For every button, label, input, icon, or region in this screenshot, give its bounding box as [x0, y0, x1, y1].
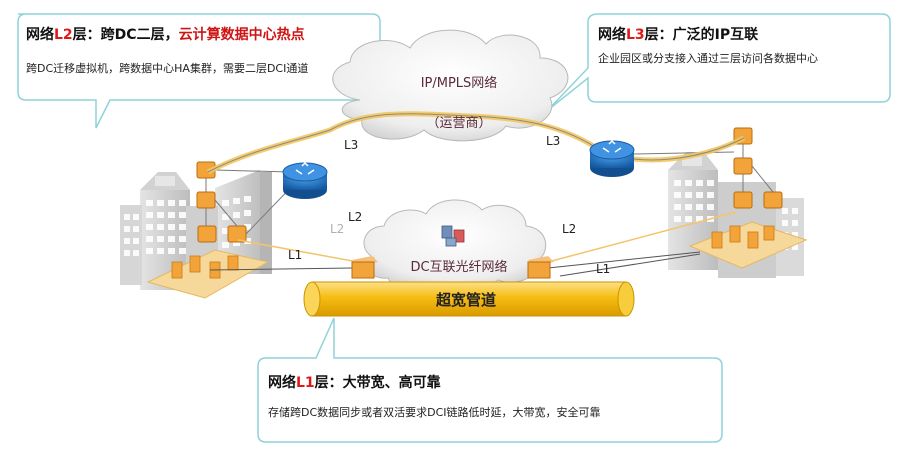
- callout-l3-title: 网络L3层：广泛的IP互联: [598, 27, 759, 43]
- callout-l3-box: [547, 13, 891, 111]
- database-icon: [441, 225, 465, 247]
- callout-l3-desc: 企业园区或分支接入通过三层访问各数据中心: [598, 52, 818, 65]
- cloud-top-sublabel: （运营商）: [426, 116, 492, 131]
- callout-l1-box: [257, 317, 723, 443]
- dci-links: [209, 211, 737, 277]
- router-icon: [282, 161, 328, 199]
- switch-icon: [351, 256, 378, 279]
- callout-l1-desc: 存储跨DC数据同步或者双活要求DCI链路低时延，大带宽，安全可靠: [268, 406, 601, 419]
- link-label-l1-right: L1: [596, 262, 611, 276]
- link-label-l2-left: L2: [348, 210, 363, 224]
- link-label-l2-left-faint: L2: [330, 222, 345, 236]
- callout-l2-title: 网络L2层：跨DC二层，云计算数据中心热点: [26, 27, 305, 43]
- ultra-wide-pipe: [303, 281, 635, 317]
- pipe-label: 超宽管道: [436, 291, 497, 309]
- cloud-bottom-label: DC互联光纤网络: [410, 260, 508, 275]
- router-icon: [589, 139, 635, 177]
- link-label-l2-right: L2: [562, 222, 577, 236]
- switch-icon: [527, 256, 554, 279]
- server-rack-icon: [711, 225, 775, 249]
- link-label-l3-right: L3: [546, 134, 561, 148]
- link-label-l1-left: L1: [288, 248, 303, 262]
- callout-l1-title: 网络L1层：大带宽、高可靠: [268, 375, 441, 391]
- left-datacenter: [120, 161, 301, 299]
- cloud-top-label: IP/MPLS网络: [420, 76, 498, 91]
- callout-l2-box: [17, 13, 381, 129]
- right-datacenter: [631, 127, 808, 278]
- callout-l2-desc: 跨DC迁移虚拟机，跨数据中心HA集群，需要二层DCI通道: [26, 62, 309, 75]
- link-label-l3-left: L3: [344, 138, 359, 152]
